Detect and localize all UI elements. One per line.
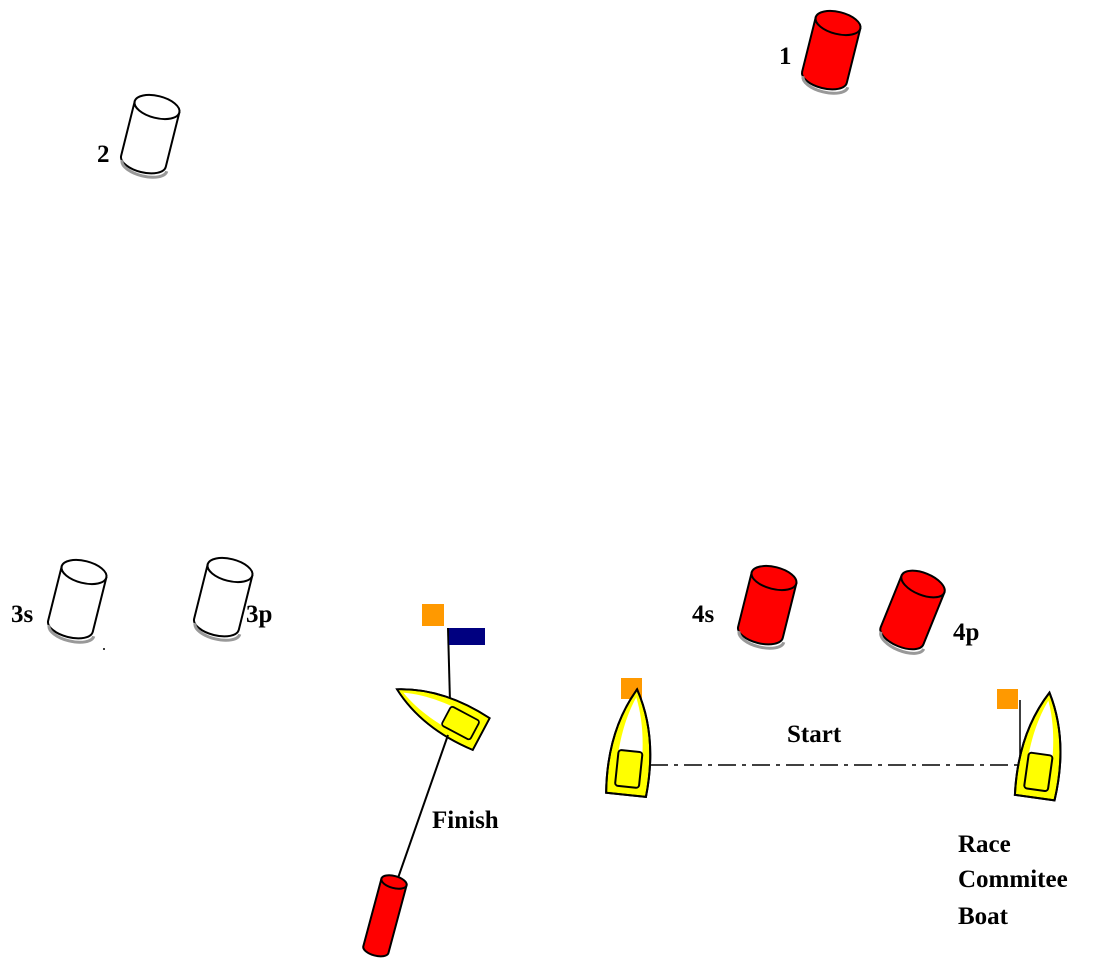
mark-4p-buoy-icon [873,563,952,661]
mark-3p-label: 3p [246,601,272,628]
committee-orange-flag-icon [997,689,1018,709]
finish-boat-mast [447,627,451,703]
finish-label: Finish [432,807,499,834]
start-label: Start [787,721,842,748]
mark-4s-label: 4s [692,601,715,628]
mark-3p-buoy-icon [189,552,259,646]
mark-3s-buoy-icon [43,554,113,648]
mark-2-label: 2 [97,141,110,168]
mark-4s-buoy-icon [733,560,803,654]
mark-1-label: 1 [779,43,792,70]
finish-boat-icon [387,671,491,752]
committee-label-line2: Commitee [958,866,1068,893]
start-pin-boat-icon [604,686,660,798]
mark-2-buoy-icon [116,89,186,183]
finish-orange-flag-icon [422,604,444,626]
mark-1-buoy-icon [797,5,867,99]
committee-label-line3: Boat [958,903,1009,930]
committee-boat-icon [1012,688,1072,802]
finish-blue-flag-icon [449,628,485,645]
mark-3s-label: 3s [11,601,34,628]
speck-dot [103,648,105,650]
finish-pin-buoy-icon [362,874,408,958]
finish-line [397,734,449,879]
mark-4p-label: 4p [953,619,979,646]
committee-label-line1: Race [958,831,1011,858]
